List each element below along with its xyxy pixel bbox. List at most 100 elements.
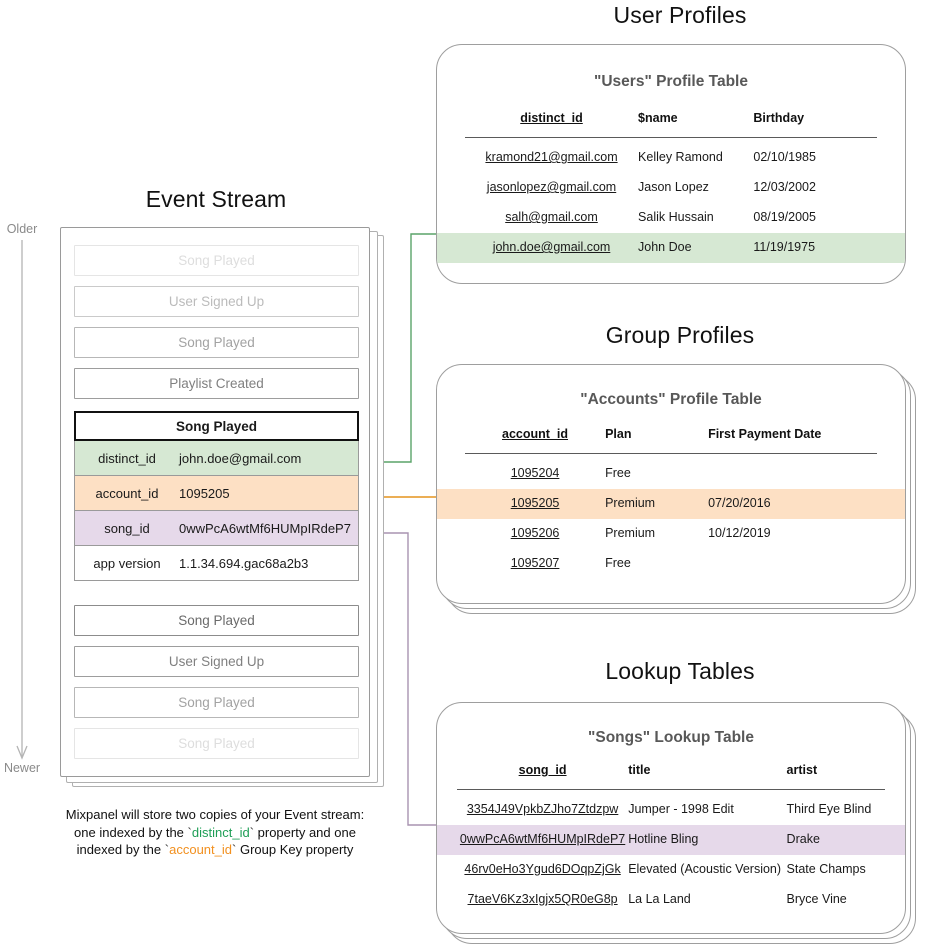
- table-cell: 1095206: [510, 526, 560, 540]
- event-item-label: Song Played: [178, 335, 255, 350]
- table-cell: [708, 454, 877, 489]
- event-item[interactable]: Song Played: [74, 605, 359, 636]
- caption-line-3-suffix: Group Key property: [236, 842, 354, 857]
- caption-line-3-prefix: indexed by the: [76, 842, 165, 857]
- column-header: account_id: [465, 421, 606, 454]
- event-item[interactable]: Song Played: [74, 327, 359, 358]
- highlighted-row-band: [437, 825, 905, 855]
- table-cell: 1095204: [510, 466, 560, 480]
- event-property-key: app version: [93, 555, 161, 571]
- group-profiles-title: Group Profiles: [605, 322, 755, 348]
- table-row[interactable]: salh@gmail.com Salik Hussain 08/19/2005: [465, 202, 877, 232]
- table-cell: 1095207: [510, 556, 560, 570]
- focused-event-name: Song Played: [74, 411, 359, 441]
- caption-line-2: one indexed by the `distinct_id` propert…: [74, 824, 356, 840]
- table-cell: Hotline Bling: [628, 832, 699, 846]
- table-cell: Premium: [605, 526, 656, 540]
- event-property-value: john.doe@gmail.com: [179, 450, 302, 466]
- table-cell: 1095205: [510, 496, 560, 510]
- table-cell: jasonlopez@gmail.com: [486, 180, 617, 194]
- table-cell: Jumper - 1998 Edit: [628, 802, 734, 816]
- lookup-tables-title: Lookup Tables: [605, 658, 755, 684]
- table-row[interactable]: john.doe@gmail.com John Doe 11/19/1975: [465, 232, 877, 262]
- column-header: $name: [638, 105, 754, 138]
- table-cell: 08/19/2005: [753, 210, 816, 224]
- table-cell: 0wwPcA6wtMf6HUMpIRdeP7: [459, 832, 626, 846]
- table-cell: 7taeV6Kz3xIgjx5QR0eG8p: [467, 892, 618, 906]
- event-item-label: Song Played: [178, 695, 255, 710]
- event-item-label: Song Played: [178, 613, 255, 628]
- caption-line-1: Mixpanel will store two copies of your E…: [65, 807, 365, 822]
- table-cell: 02/10/1985: [753, 150, 816, 164]
- stream-caption: Mixpanel will store two copies of your E…: [20, 806, 410, 859]
- table-cell: Salik Hussain: [638, 210, 714, 224]
- event-property-key: account_id: [95, 485, 159, 501]
- event-property-row: distinct_id john.doe@gmail.com: [74, 441, 359, 476]
- caption-line-2-prefix: one indexed by the: [74, 824, 188, 840]
- table-cell: salh@gmail.com: [505, 210, 598, 224]
- highlighted-row-band: [437, 489, 905, 519]
- event-item-label: Song Played: [178, 253, 255, 268]
- column-header: Birthday: [753, 105, 877, 138]
- table-row[interactable]: jasonlopez@gmail.com Jason Lopez 12/03/200…: [465, 172, 877, 202]
- event-item[interactable]: Song Played: [74, 245, 359, 276]
- event-item[interactable]: User Signed Up: [74, 286, 359, 317]
- event-item[interactable]: Song Played: [74, 687, 359, 718]
- column-header: artist: [786, 757, 885, 790]
- table-row[interactable]: 1095207 Free: [465, 548, 877, 578]
- caption-line-2-suffix: property and one: [254, 824, 356, 840]
- focused-event-card[interactable]: Song Played distinct_id john.doe@gmail.co…: [74, 411, 359, 581]
- table-cell: John Doe: [638, 240, 692, 254]
- table-cell: Jason Lopez: [638, 180, 709, 194]
- table-cell: 10/12/2019: [708, 526, 771, 540]
- column-header: First Payment Date: [708, 421, 877, 454]
- table-cell: Bryce Vine: [786, 892, 847, 906]
- column-header: distinct_id: [465, 105, 639, 138]
- table-row[interactable]: 7taeV6Kz3xIgjx5QR0eG8p La La Land Bryce Vi…: [457, 884, 885, 914]
- caption-token-account-id: account_id: [169, 842, 232, 857]
- table-cell: 11/19/1975: [753, 240, 816, 254]
- table-cell: 07/20/2016: [708, 496, 771, 510]
- column-header: title: [628, 757, 787, 790]
- table-cell: Elevated (Acoustic Version): [628, 862, 782, 876]
- user-profiles-title: User Profiles: [613, 2, 747, 28]
- table-cell: Free: [605, 556, 631, 570]
- event-property-key: distinct_id: [98, 450, 156, 466]
- table-row[interactable]: 1095206 Premium 10/12/2019: [465, 518, 877, 548]
- event-item[interactable]: Song Played: [74, 728, 359, 759]
- table-cell: john.doe@gmail.com: [492, 240, 611, 254]
- event-item-label: Playlist Created: [169, 376, 264, 391]
- column-header: Plan: [605, 421, 709, 454]
- table-cell: kramond21@gmail.com: [485, 150, 618, 164]
- timeline-newer-label: Newer: [3, 761, 41, 775]
- table-cell: 12/03/2002: [753, 180, 816, 194]
- table-cell: La La Land: [628, 892, 691, 906]
- event-item[interactable]: Playlist Created: [74, 368, 359, 399]
- caption-token-distinct-id: distinct_id: [191, 824, 250, 840]
- event-item[interactable]: User Signed Up: [74, 646, 359, 677]
- timeline-older-label: Older: [6, 222, 38, 236]
- songs-table-title: "Songs" Lookup Table: [588, 729, 754, 746]
- table-cell: Drake: [786, 832, 820, 846]
- column-header: song_id: [457, 757, 629, 790]
- users-table-title: "Users" Profile Table: [594, 73, 748, 90]
